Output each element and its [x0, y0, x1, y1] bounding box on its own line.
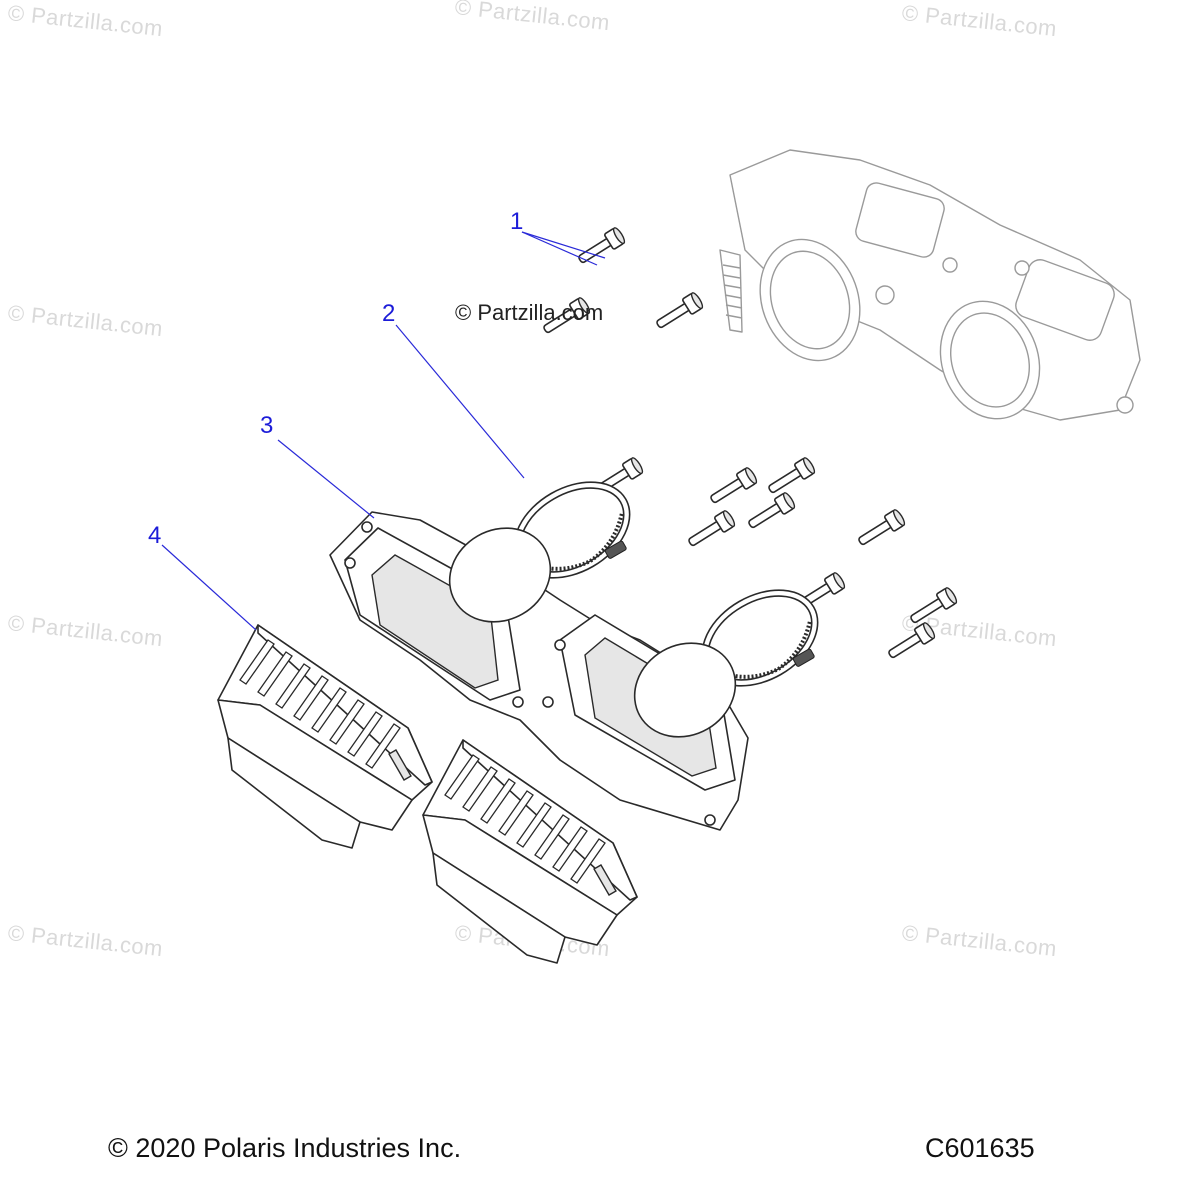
bolts	[543, 227, 958, 659]
throttle-body	[719, 149, 1141, 421]
reed-valve	[217, 624, 433, 849]
bolt	[768, 457, 816, 494]
callout-2: 2	[382, 300, 396, 327]
intake-manifold	[329, 511, 749, 831]
leader-line-1	[521, 231, 606, 259]
reed-valves	[217, 624, 638, 964]
figure-code: C601635	[925, 1133, 1035, 1163]
bolt	[748, 492, 796, 529]
center-watermark: © Partzilla.com	[455, 300, 604, 325]
callout-4: 4	[148, 522, 162, 549]
copyright-notice: © 2020 Polaris Industries Inc.	[108, 1133, 462, 1163]
hose-clamp	[701, 589, 819, 687]
bolt	[578, 227, 626, 264]
bolt	[688, 510, 736, 547]
leader-line-4	[161, 544, 257, 631]
leader-line-2	[395, 324, 525, 479]
bolt	[656, 292, 704, 329]
leader-line-3	[277, 439, 375, 519]
bolt	[710, 467, 758, 504]
bolt	[910, 587, 958, 624]
callout-1: 1	[510, 208, 524, 235]
bolt	[888, 622, 936, 659]
callout-3: 3	[260, 412, 274, 439]
bolt	[858, 509, 906, 546]
leader-line-1	[521, 231, 598, 266]
reed-valve	[422, 739, 638, 964]
bolt	[543, 297, 591, 334]
